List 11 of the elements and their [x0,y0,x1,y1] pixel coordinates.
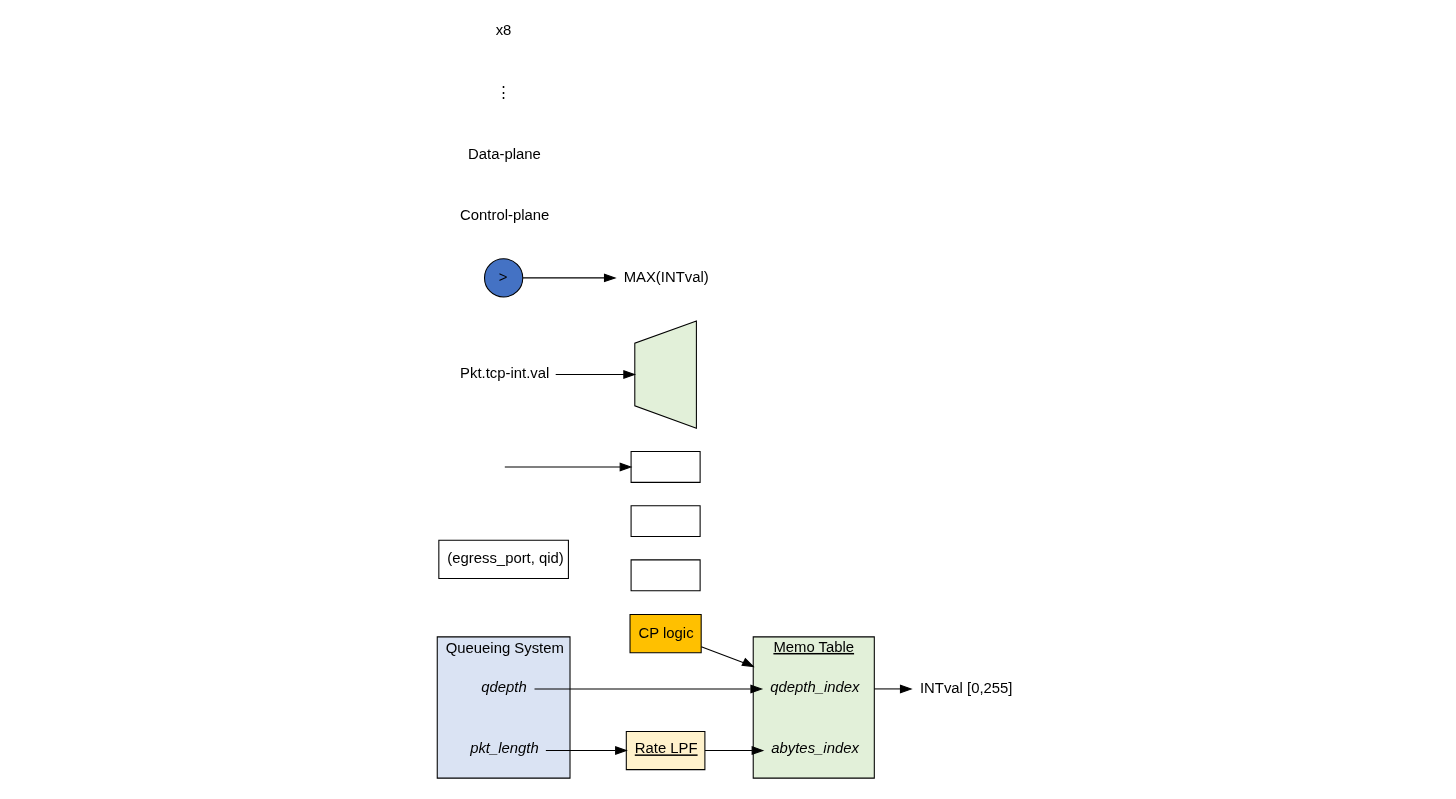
node-text: MAX(INTval) [623,268,709,285]
node-text: qdepth_index [770,678,860,695]
label: Control-plane [460,207,550,224]
node-text: qdepth [481,678,527,695]
label: Data-plane [468,145,541,162]
node-text: Pkt.tcp-int.val [460,365,550,382]
node-text: INTval [0,255] [919,679,1013,696]
label: ⋮ [495,84,511,101]
node-text: pkt_length [470,740,539,757]
label: x8 [495,22,512,39]
node-text: abytes_index [771,740,859,757]
